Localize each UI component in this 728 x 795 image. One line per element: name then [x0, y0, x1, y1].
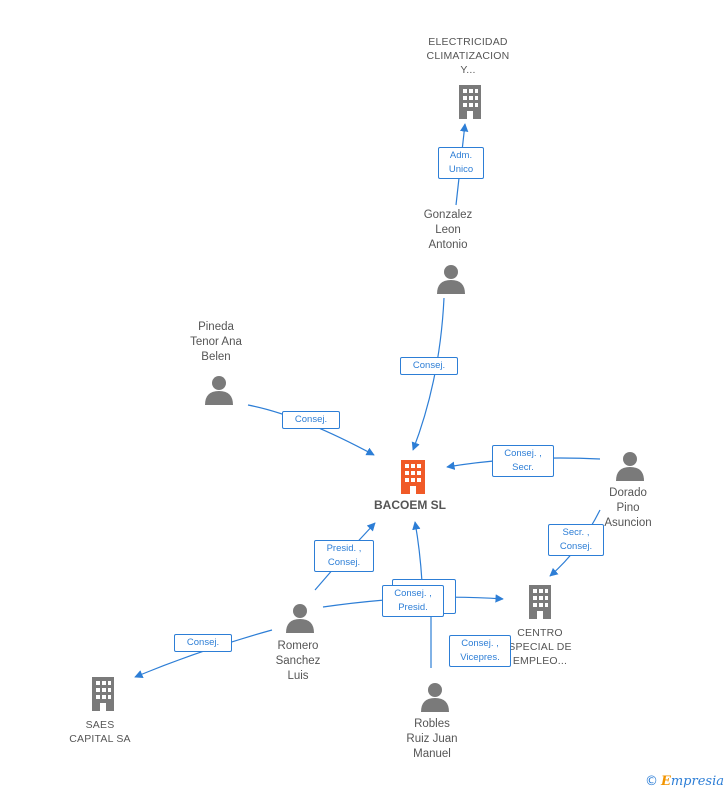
relation-badge-dorado-secr-consej[interactable]: Secr. , Consej.	[548, 524, 604, 556]
node-label-bacoem[interactable]: BACOEM SL	[374, 498, 446, 512]
building-icon[interactable]	[92, 677, 114, 711]
copyright-icon: ©	[644, 774, 658, 789]
edge-robles-bacoem	[412, 521, 423, 583]
relation-badge-adm-unico[interactable]: Adm. Unico	[438, 147, 484, 179]
relation-badge-robles-consej-vicepres[interactable]: Consej. , Vicepres.	[449, 635, 511, 667]
node-label-robles[interactable]: Robles Ruiz Juan Manuel	[406, 718, 458, 760]
relation-badge-romero-presid-consej[interactable]: Presid. , Consej.	[314, 540, 374, 572]
brand-initial: E	[660, 774, 671, 789]
node-label-electricidad[interactable]: ELECTRICIDAD CLIMATIZACION Y...	[426, 36, 510, 76]
node-label-saes[interactable]: SAES CAPITAL SA	[69, 719, 131, 745]
brand-logo[interactable]: ©Empresia	[645, 774, 724, 789]
building-icon[interactable]	[397, 460, 429, 494]
relation-badge-romero-consej-presid[interactable]: Consej. , Presid.	[382, 585, 444, 617]
node-label-centro[interactable]: CENTRO SPECIAL DE EMPLEO...	[508, 627, 572, 667]
building-icon[interactable]	[455, 85, 485, 119]
person-icon[interactable]	[437, 265, 465, 294]
building-icon[interactable]	[529, 585, 551, 619]
node-label-gonzalez[interactable]: Gonzalez Leon Antonio	[423, 209, 473, 251]
relation-badge-gonzalez-consej[interactable]: Consej.	[400, 357, 458, 375]
person-icon[interactable]	[286, 604, 314, 633]
edge-gonzalez-bacoem	[411, 297, 445, 451]
node-label-romero[interactable]: Romero Sanchez Luis	[275, 640, 321, 682]
relation-badge-dorado-consej-secr[interactable]: Consej. , Secr.	[492, 445, 554, 477]
person-icon[interactable]	[616, 452, 644, 481]
node-label-pineda[interactable]: Pineda Tenor Ana Belen	[190, 321, 242, 363]
person-icon[interactable]	[205, 376, 233, 405]
relation-badge-romero-consej-saes[interactable]: Consej.	[174, 634, 232, 652]
node-label-dorado[interactable]: Dorado Pino Asuncion	[604, 487, 652, 529]
relation-badge-pineda-consej[interactable]: Consej.	[282, 411, 340, 429]
brand-name: mpresia	[670, 774, 724, 789]
person-icon[interactable]	[421, 683, 449, 712]
